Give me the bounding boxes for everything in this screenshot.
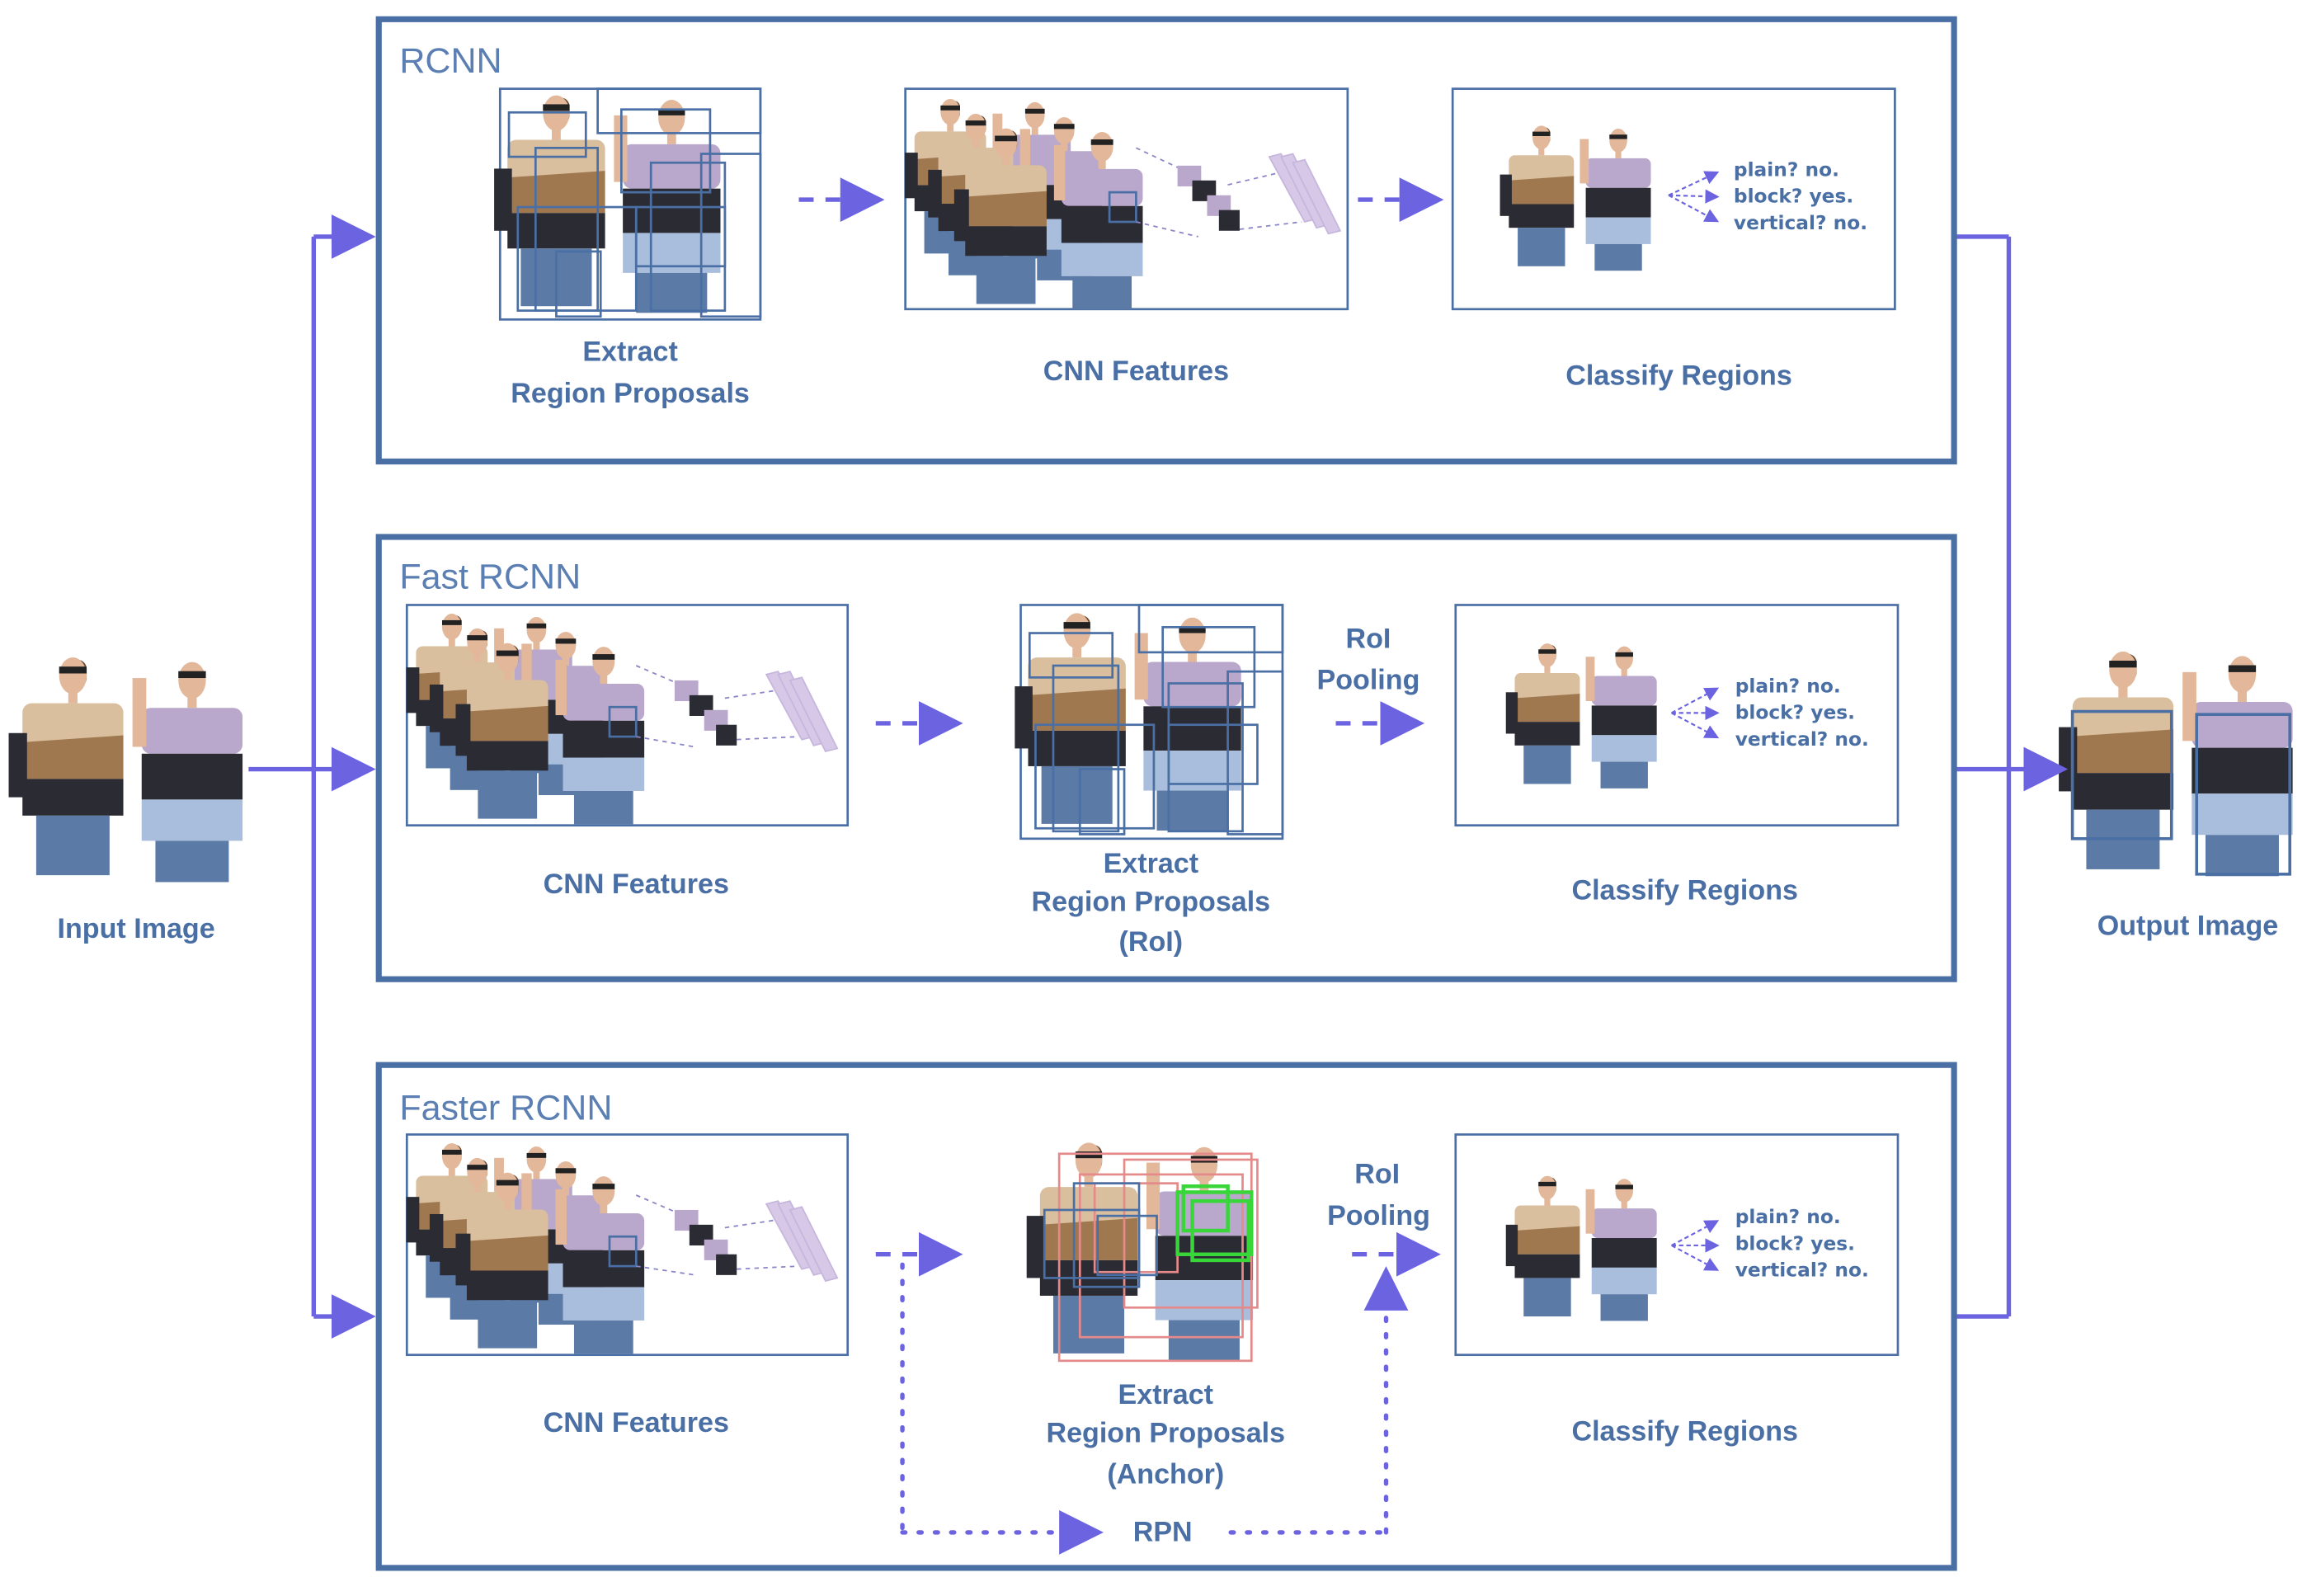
rcnn-proposal-image — [494, 87, 762, 321]
fast-feature-maps — [765, 671, 839, 753]
faster-rcnn-panel: Faster RCNN — [375, 1062, 1957, 1571]
rcnn-title: RCNN — [399, 41, 501, 81]
faster-classify-image: plain? no. block? yes. vertical? no. — [1454, 1133, 1900, 1357]
fast-classify-label: Classify Regions — [1571, 874, 1797, 906]
fast-q-vertical: vertical? no. — [1735, 728, 1869, 751]
rcnn-extract-label-2: Region Proposals — [511, 378, 750, 409]
fast-classify-image: plain? no. block? yes. vertical? no. — [1454, 604, 1900, 827]
fast-extract-label-1: Extract — [1104, 848, 1199, 879]
output-connectors — [1955, 234, 2069, 1319]
rcnn-feature-maps — [1268, 153, 1342, 235]
input-image-label: Input Image — [58, 913, 215, 944]
faster-cnn-features-image — [405, 1133, 850, 1357]
rcnn-extract-label-1: Extract — [582, 337, 678, 368]
faster-classify-label: Classify Regions — [1571, 1416, 1797, 1448]
input-connectors — [248, 214, 376, 1339]
fast-proposal-image — [1015, 604, 1284, 840]
rcnn-classify-image: plain? no. block? yes. vertical? no. — [1451, 87, 1896, 311]
rpn-label: RPN — [1133, 1517, 1193, 1548]
faster-cnn-label: CNN Features — [544, 1407, 729, 1438]
faster-roi-label-1: RoI — [1354, 1159, 1400, 1190]
fast-rcnn-panel: Fast RCNN — [375, 534, 1957, 982]
output-image — [2059, 652, 2293, 876]
faster-q-plain: plain? no. — [1735, 1206, 1841, 1228]
fast-q-plain: plain? no. — [1735, 675, 1841, 697]
fast-extract-label-3: (RoI) — [1119, 926, 1184, 958]
faster-rcnn-title: Faster RCNN — [399, 1089, 612, 1128]
rcnn-q-vertical: vertical? no. — [1734, 212, 1867, 234]
rcnn-cnn-label: CNN Features — [1043, 355, 1229, 387]
fast-cnn-label: CNN Features — [544, 869, 729, 900]
rcnn-panel: RCNN Extract Region Proposals — [375, 16, 1957, 465]
faster-roi-label-2: Pooling — [1327, 1200, 1430, 1231]
fast-cnn-features-image — [405, 604, 850, 827]
fast-q-block: block? yes. — [1735, 702, 1855, 724]
fast-roi-label-1: RoI — [1346, 623, 1391, 654]
faster-q-vertical: vertical? no. — [1735, 1259, 1869, 1282]
fast-feature-cubes — [674, 680, 737, 746]
rcnn-feature-cubes — [1177, 165, 1240, 231]
faster-anchor-image — [1027, 1142, 1259, 1363]
faster-feature-maps — [765, 1200, 839, 1283]
rpn-loop — [900, 1262, 1409, 1555]
faster-extract-label-3: (Anchor) — [1107, 1459, 1224, 1490]
fast-extract-label-2: Region Proposals — [1032, 887, 1271, 918]
rcnn-q-plain: plain? no. — [1734, 158, 1839, 181]
faster-extract-label-2: Region Proposals — [1046, 1417, 1285, 1448]
faster-extract-label-1: Extract — [1118, 1379, 1214, 1410]
faster-feature-cubes — [674, 1209, 737, 1275]
faster-q-block: block? yes. — [1735, 1232, 1855, 1255]
input-image — [9, 657, 243, 882]
rcnn-cnn-features-image — [904, 87, 1349, 311]
fast-roi-label-2: Pooling — [1317, 665, 1420, 696]
fast-rcnn-title: Fast RCNN — [399, 558, 581, 597]
output-image-label: Output Image — [2097, 910, 2279, 941]
rcnn-q-block: block? yes. — [1734, 186, 1853, 208]
rcnn-classify-label: Classify Regions — [1565, 360, 1791, 391]
